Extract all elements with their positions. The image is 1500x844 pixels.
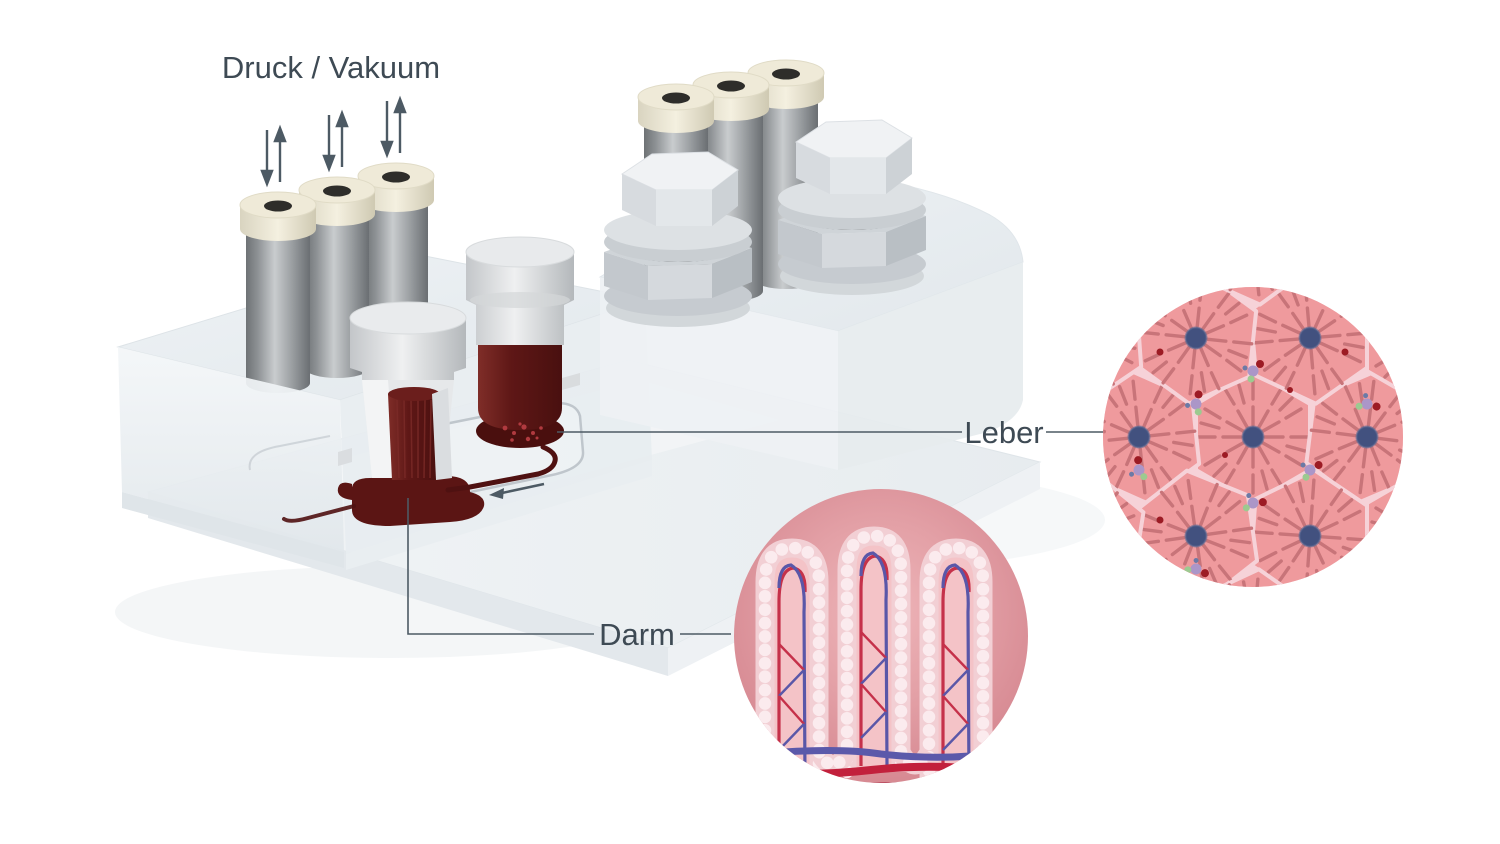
reservoir-gut: [337, 301, 485, 526]
fluid-speckles: [502, 422, 543, 442]
arrow-pair: [322, 109, 349, 173]
pressure-vacuum-label: Druck / Vakuum: [222, 50, 440, 85]
liver-inset: [1103, 287, 1403, 587]
hepatic-lobules: [1103, 287, 1403, 587]
liver-label: Leber: [964, 415, 1043, 450]
fluid-striations: [396, 399, 432, 479]
intestine-inset: [734, 489, 1028, 784]
screw-plug: [604, 151, 752, 327]
port-hole: [382, 171, 410, 183]
portal-triads: [1123, 348, 1383, 584]
gut-reservoir-fluid: [388, 394, 440, 480]
pneumatic-connector: [239, 191, 317, 393]
port-hole: [662, 92, 690, 104]
villus: [847, 536, 901, 772]
gut-reservoir-puddle: [351, 476, 485, 526]
annotations: Druck / Vakuum Leber Darm: [222, 50, 1104, 652]
port-hole: [264, 200, 292, 212]
reservoir-liver: [465, 236, 580, 448]
pneumatic-connector: [298, 176, 376, 378]
leader-line-intestine: [407, 498, 731, 635]
port-hole: [772, 68, 800, 80]
screw-plugs: [604, 119, 926, 327]
microchannel: [282, 444, 558, 523]
liver-reservoir-fluid: [478, 345, 562, 430]
flow-direction-arrow: [489, 482, 545, 499]
arrow-pair: [380, 95, 407, 159]
intestine-label: Darm: [599, 617, 675, 652]
port-hole: [717, 80, 745, 92]
arrow-pair: [260, 124, 287, 188]
screw-plug: [778, 119, 926, 295]
port-hole: [323, 185, 351, 197]
pressure-vacuum-arrows: [260, 95, 407, 188]
villus: [929, 548, 983, 784]
